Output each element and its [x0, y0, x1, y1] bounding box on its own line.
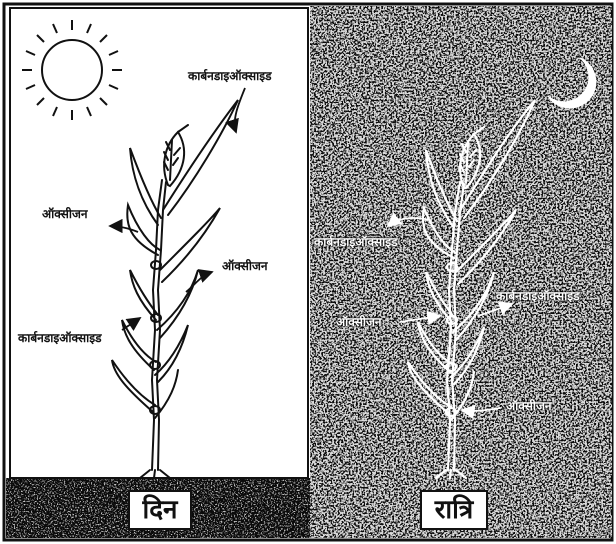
- day-oxygen-right-label: ऑक्सीजन: [222, 260, 268, 272]
- night-oxygen-bottom-label: ऑक्सीजन: [506, 400, 552, 412]
- day-co2-top-label: कार्बनडाइऑक्साइड: [188, 70, 272, 82]
- night-oxygen-left-label: ऑक्सीजन: [336, 316, 382, 328]
- day-co2-bottom-label: कार्बनडाइऑक्साइड: [18, 332, 102, 344]
- day-oxygen-left-label: ऑक्सीजन: [42, 208, 88, 220]
- night-co2-left-label: कार्बनडाइऑक्साइड: [314, 236, 398, 248]
- night-caption: रात्रि: [420, 490, 488, 530]
- night-co2-right-label: कार्बनडाइऑक्साइड: [496, 290, 580, 302]
- day-caption: दिन: [128, 490, 192, 530]
